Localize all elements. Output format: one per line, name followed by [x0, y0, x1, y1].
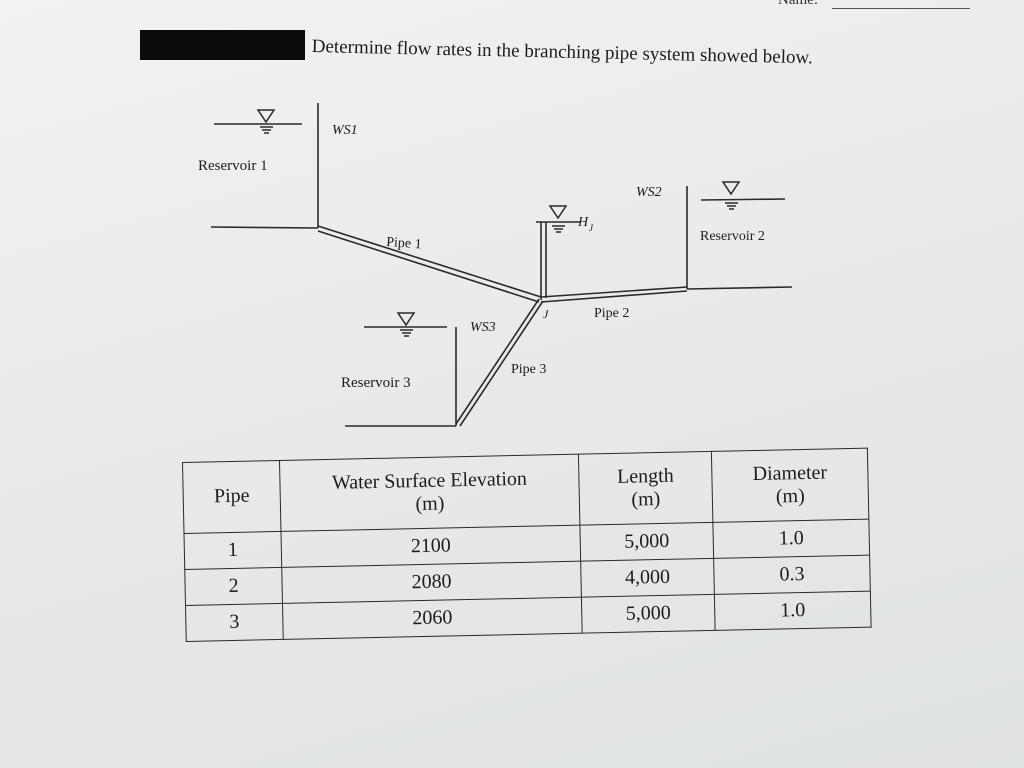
- cell-wse: 2080: [281, 560, 582, 604]
- reservoir2-bottom: [686, 286, 793, 290]
- reservoir3-label: Reservoir 3: [341, 375, 411, 391]
- cell-diameter: 1.0: [712, 518, 870, 559]
- reservoir1-label: Reservoir 1: [198, 158, 268, 174]
- pipe1-upper: [317, 225, 542, 298]
- cell-length: 4,000: [580, 558, 715, 598]
- reservoir2-label: Reservoir 2: [700, 229, 765, 244]
- reservoir1-bottom: [210, 226, 319, 229]
- cell-length: 5,000: [581, 594, 716, 634]
- pipe3-label: Pipe 3: [511, 362, 546, 377]
- water-surface-icon: [256, 109, 276, 134]
- cell-diameter: 0.3: [713, 554, 871, 595]
- water-surface-icon: [721, 181, 741, 210]
- pipe1-label: Pipe 1: [386, 235, 422, 252]
- ws3-label: WS3: [470, 320, 496, 335]
- pipe2-upper: [540, 286, 688, 298]
- name-line: [832, 8, 970, 9]
- cell-pipe: 1: [183, 531, 282, 570]
- pipe1-lower: [317, 230, 540, 303]
- junction-label: J: [543, 307, 549, 321]
- header-diameter: Diameter(m): [711, 448, 869, 523]
- cell-pipe: 3: [185, 603, 284, 642]
- pipe2-label: Pipe 2: [594, 306, 629, 321]
- pipe2-lower: [540, 290, 688, 303]
- header-diameter-unit: (m): [775, 484, 806, 508]
- junction-head-label: H: [577, 215, 589, 230]
- cell-wse: 2100: [280, 524, 581, 568]
- header-wse-unit: (m): [415, 492, 445, 515]
- pipe3-line-a: [455, 298, 540, 425]
- header-pipe-label: Pipe: [213, 484, 250, 508]
- cell-length: 5,000: [579, 522, 714, 561]
- pipe-system-diagram: Reservoir 1 WS1 WS2 Reservoir 2 WS3 Rese…: [198, 103, 793, 427]
- pipe-data-table: Pipe Water Surface Elevation(m) Length(m…: [182, 448, 872, 642]
- redaction-bar: [140, 30, 305, 60]
- cell-pipe: 2: [184, 567, 283, 606]
- header-diameter-label: Diameter: [752, 461, 828, 485]
- pipe3-line-b: [459, 300, 544, 427]
- cell-wse: 2060: [282, 597, 583, 640]
- header-length: Length(m): [578, 451, 713, 525]
- ws1-label: WS1: [332, 123, 358, 138]
- water-surface-icon: [548, 205, 568, 233]
- ws2-label: WS2: [636, 185, 662, 200]
- header-pipe: Pipe: [182, 460, 281, 534]
- junction-head-subscript: J: [589, 223, 594, 233]
- header-wse-label: Water Surface Elevation: [331, 467, 528, 494]
- header-length-label: Length: [616, 464, 674, 488]
- header-wse: Water Surface Elevation(m): [279, 454, 580, 532]
- header-length-unit: (m): [631, 487, 661, 511]
- name-label: Name:: [778, 0, 818, 8]
- water-surface-icon: [396, 312, 416, 337]
- ws2-surface-line: [700, 198, 786, 201]
- cell-diameter: 1.0: [714, 590, 872, 631]
